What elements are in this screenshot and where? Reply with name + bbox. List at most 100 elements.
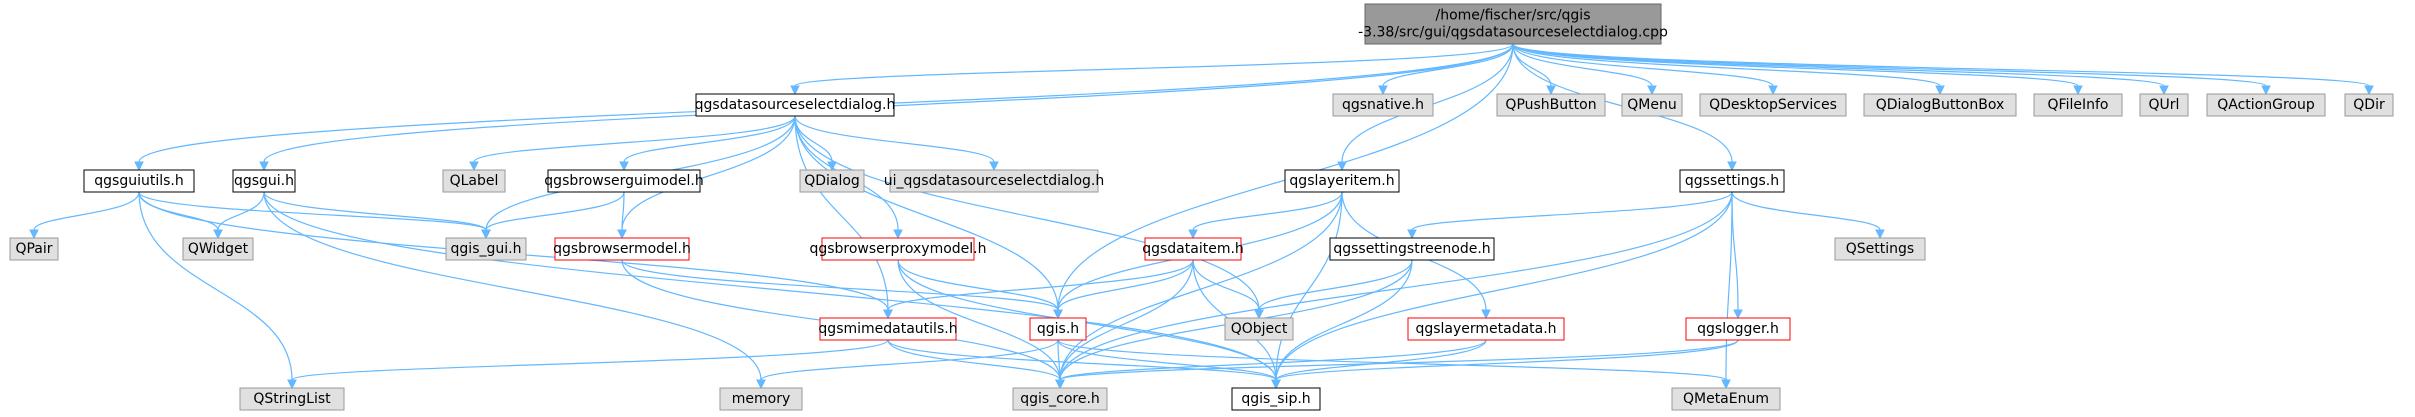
node-label: QStringList — [253, 391, 331, 407]
node-box — [554, 237, 690, 261]
node-qgsdataitem[interactable]: qgsdataitem.h — [1142, 237, 1244, 261]
edge-arrowhead — [1935, 85, 1945, 96]
node-label: QWidget — [188, 241, 249, 257]
edge-line — [263, 191, 762, 381]
node-label: qgsdataitem.h — [1142, 241, 1244, 257]
edge-line — [897, 259, 1277, 381]
edge-arrowhead — [1271, 379, 1281, 390]
edge-line — [1059, 339, 1739, 381]
node-box — [1496, 93, 1606, 117]
edge-line — [291, 339, 889, 381]
node-qgssettings[interactable]: qgssettings.h — [1679, 169, 1785, 193]
node-QSettings[interactable]: QSettings — [1834, 237, 1926, 261]
edge-qgsdatasourceselectdialog-to-QObject — [794, 115, 1264, 320]
edge-line — [1192, 191, 1343, 231]
node-QPushButton[interactable]: QPushButton — [1496, 93, 1606, 117]
edge-qgssettings-to-QMetaEnum — [1721, 191, 1733, 390]
node-qgsgui[interactable]: qgsgui.h — [232, 169, 296, 193]
node-memory[interactable]: memory — [719, 387, 803, 411]
edge-qgsgui-to-qgis_gui — [263, 191, 491, 240]
node-qgis_sip[interactable]: qgis_sip.h — [1231, 387, 1321, 411]
node-label: QPushButton — [1505, 97, 1596, 113]
node-qgslogger[interactable]: qgslogger.h — [1685, 317, 1791, 341]
edge-qgsmimedatautils-to-QStringList — [287, 339, 889, 390]
edge-arrowhead — [1407, 229, 1417, 240]
edge-arrowhead — [1188, 229, 1198, 240]
node-label: QDesktopServices — [1709, 97, 1837, 113]
node-QFileInfo[interactable]: QFileInfo — [2033, 93, 2123, 117]
node-qgis[interactable]: qgis.h — [1029, 317, 1087, 341]
node-qgsdatasourceselectdialog[interactable]: qgsdatasourceselectdialog.h — [695, 93, 896, 117]
node-label: qgis_sip.h — [1241, 391, 1310, 407]
node-label: qgsbrowsermodel.h — [553, 241, 691, 257]
node-QObject[interactable]: QObject — [1224, 317, 1294, 341]
node-label: QObject — [1231, 321, 1288, 337]
edge-root-to-QDesktopServices — [1512, 43, 1778, 96]
node-label: qgsgui.h — [234, 173, 294, 189]
node-label: qgslogger.h — [1697, 321, 1779, 337]
node-qgsmimedatautils[interactable]: qgsmimedatautils.h — [818, 317, 958, 341]
node-label: QUrl — [2149, 97, 2180, 113]
node-qgis_core[interactable]: qgis_core.h — [1012, 387, 1108, 411]
edge-root-to-qgis — [1053, 43, 1514, 320]
edge-arrowhead — [2073, 85, 2083, 96]
edge-qgslogger-to-qgis_sip — [1271, 339, 1739, 390]
edge-arrowhead — [2261, 85, 2271, 96]
edge-line — [1059, 191, 1343, 381]
node-QUrl[interactable]: QUrl — [2139, 93, 2189, 117]
node-qgslayermetadata[interactable]: qgslayermetadata.h — [1407, 317, 1565, 341]
node-label: memory — [732, 391, 791, 407]
edge-arrowhead — [756, 379, 766, 390]
edge-line — [621, 259, 1059, 311]
node-label: qgsmimedatautils.h — [818, 321, 957, 337]
node-QMetaEnum[interactable]: QMetaEnum — [1671, 387, 1781, 411]
node-box — [1231, 387, 1321, 411]
node-box — [442, 169, 506, 193]
node-qgis_gui[interactable]: qgis_gui.h — [445, 237, 527, 261]
edge-line — [1731, 191, 1739, 311]
edge-arrowhead — [1053, 309, 1063, 320]
node-box — [1699, 93, 1847, 117]
node-ui_qgsdatasourceselectdialog[interactable]: ui_qgsdatasourceselectdialog.h — [884, 169, 1104, 193]
node-box — [83, 169, 195, 193]
node-qgssettingstreenode[interactable]: qgssettingstreenode.h — [1329, 237, 1495, 261]
edge-line — [473, 115, 796, 163]
edge-qgsbrowserguimodel-to-qgsbrowsermodel — [617, 191, 627, 240]
edge-line — [887, 339, 1061, 381]
node-root[interactable]: /home/fischer/src/qgis-3.38/src/gui/qgsd… — [1358, 3, 1668, 45]
node-QDesktopServices[interactable]: QDesktopServices — [1699, 93, 1847, 117]
node-QWidget[interactable]: QWidget — [182, 237, 254, 261]
node-qgslayeritem[interactable]: qgslayeritem.h — [1284, 169, 1400, 193]
node-QLabel[interactable]: QLabel — [442, 169, 506, 193]
edge-arrowhead — [1733, 309, 1743, 320]
node-QDialogButtonBox[interactable]: QDialogButtonBox — [1863, 93, 2017, 117]
node-qgsguiutils[interactable]: qgsguiutils.h — [83, 169, 195, 193]
node-QMenu[interactable]: QMenu — [1621, 93, 1683, 117]
edge-line — [1512, 43, 1653, 87]
edge-arrowhead — [29, 229, 39, 240]
node-QDir[interactable]: QDir — [2344, 93, 2394, 117]
node-QPair[interactable]: QPair — [9, 237, 59, 261]
node-qgsbrowserproxymodel[interactable]: qgsbrowserproxymodel.h — [809, 237, 987, 261]
node-qgsbrowsermodel[interactable]: qgsbrowsermodel.h — [553, 237, 691, 261]
node-label: qgsbrowserguimodel.h — [544, 173, 703, 189]
edge-arrowhead — [1254, 309, 1264, 320]
node-label: ui_qgsdatasourceselectdialog.h — [884, 173, 1104, 189]
node-box — [1685, 317, 1791, 341]
node-box — [239, 387, 345, 411]
node-qgsbrowserguimodel[interactable]: qgsbrowserguimodel.h — [544, 169, 704, 193]
node-box — [889, 169, 1099, 193]
node-QActionGroup[interactable]: QActionGroup — [2206, 93, 2326, 117]
edge-line — [33, 191, 140, 231]
edge-qgsbrowserguimodel-to-qgis_gui — [481, 191, 625, 240]
node-box — [1012, 387, 1108, 411]
node-label: QSettings — [1846, 241, 1914, 257]
edge-qgsguiutils-to-QStringList — [138, 191, 297, 390]
node-QStringList[interactable]: QStringList — [239, 387, 345, 411]
node-qgsnative[interactable]: qgsnative.h — [1332, 93, 1434, 117]
edge-root-to-QMenu — [1512, 43, 1657, 96]
edge-qgsgui-to-memory — [263, 191, 766, 390]
node-QDialog[interactable]: QDialog — [799, 169, 865, 193]
node-box — [821, 237, 975, 261]
edge-line — [794, 115, 889, 311]
